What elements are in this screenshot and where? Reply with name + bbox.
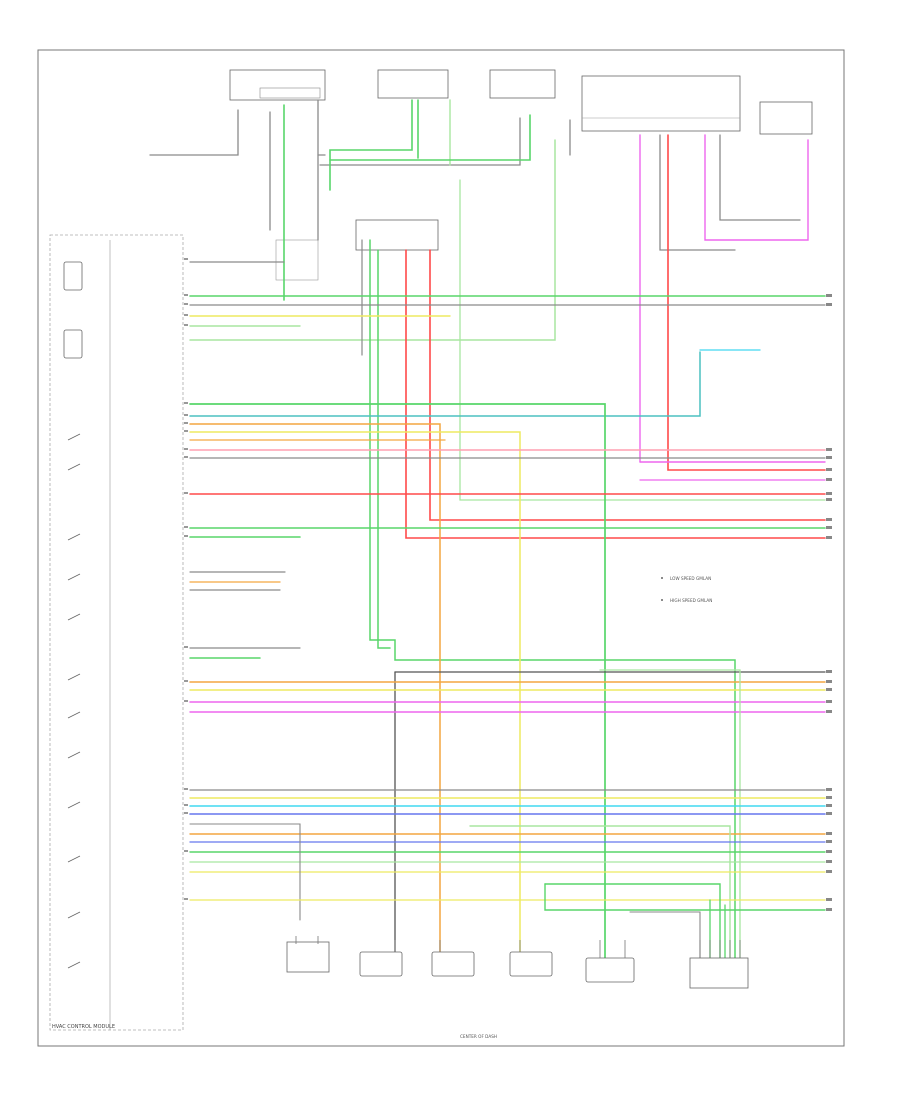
- module-title: HVAC CONTROL MODULE: [52, 1024, 115, 1030]
- legend-high-speed: HIGH SPEED GMLAN: [670, 598, 712, 603]
- hvac-module-outline: [49, 234, 184, 1031]
- top-components: [229, 69, 813, 281]
- bottom-components: [286, 941, 749, 989]
- legend: LOW SPEED GMLAN HIGH SPEED GMLAN: [661, 576, 712, 603]
- left-switches: [63, 261, 83, 969]
- legend-low-speed-marker: [661, 577, 663, 579]
- pin-markers: [184, 258, 188, 900]
- legend-low-speed: LOW SPEED GMLAN: [670, 576, 711, 581]
- center-of-dash-label: CENTER OF DASH: [460, 1034, 497, 1039]
- connector-ticks: [295, 936, 741, 958]
- wires: [149, 99, 826, 961]
- legend-high-speed-marker: [661, 599, 663, 601]
- right-edge-ends: [826, 294, 832, 911]
- diagram-frame: [37, 49, 845, 1047]
